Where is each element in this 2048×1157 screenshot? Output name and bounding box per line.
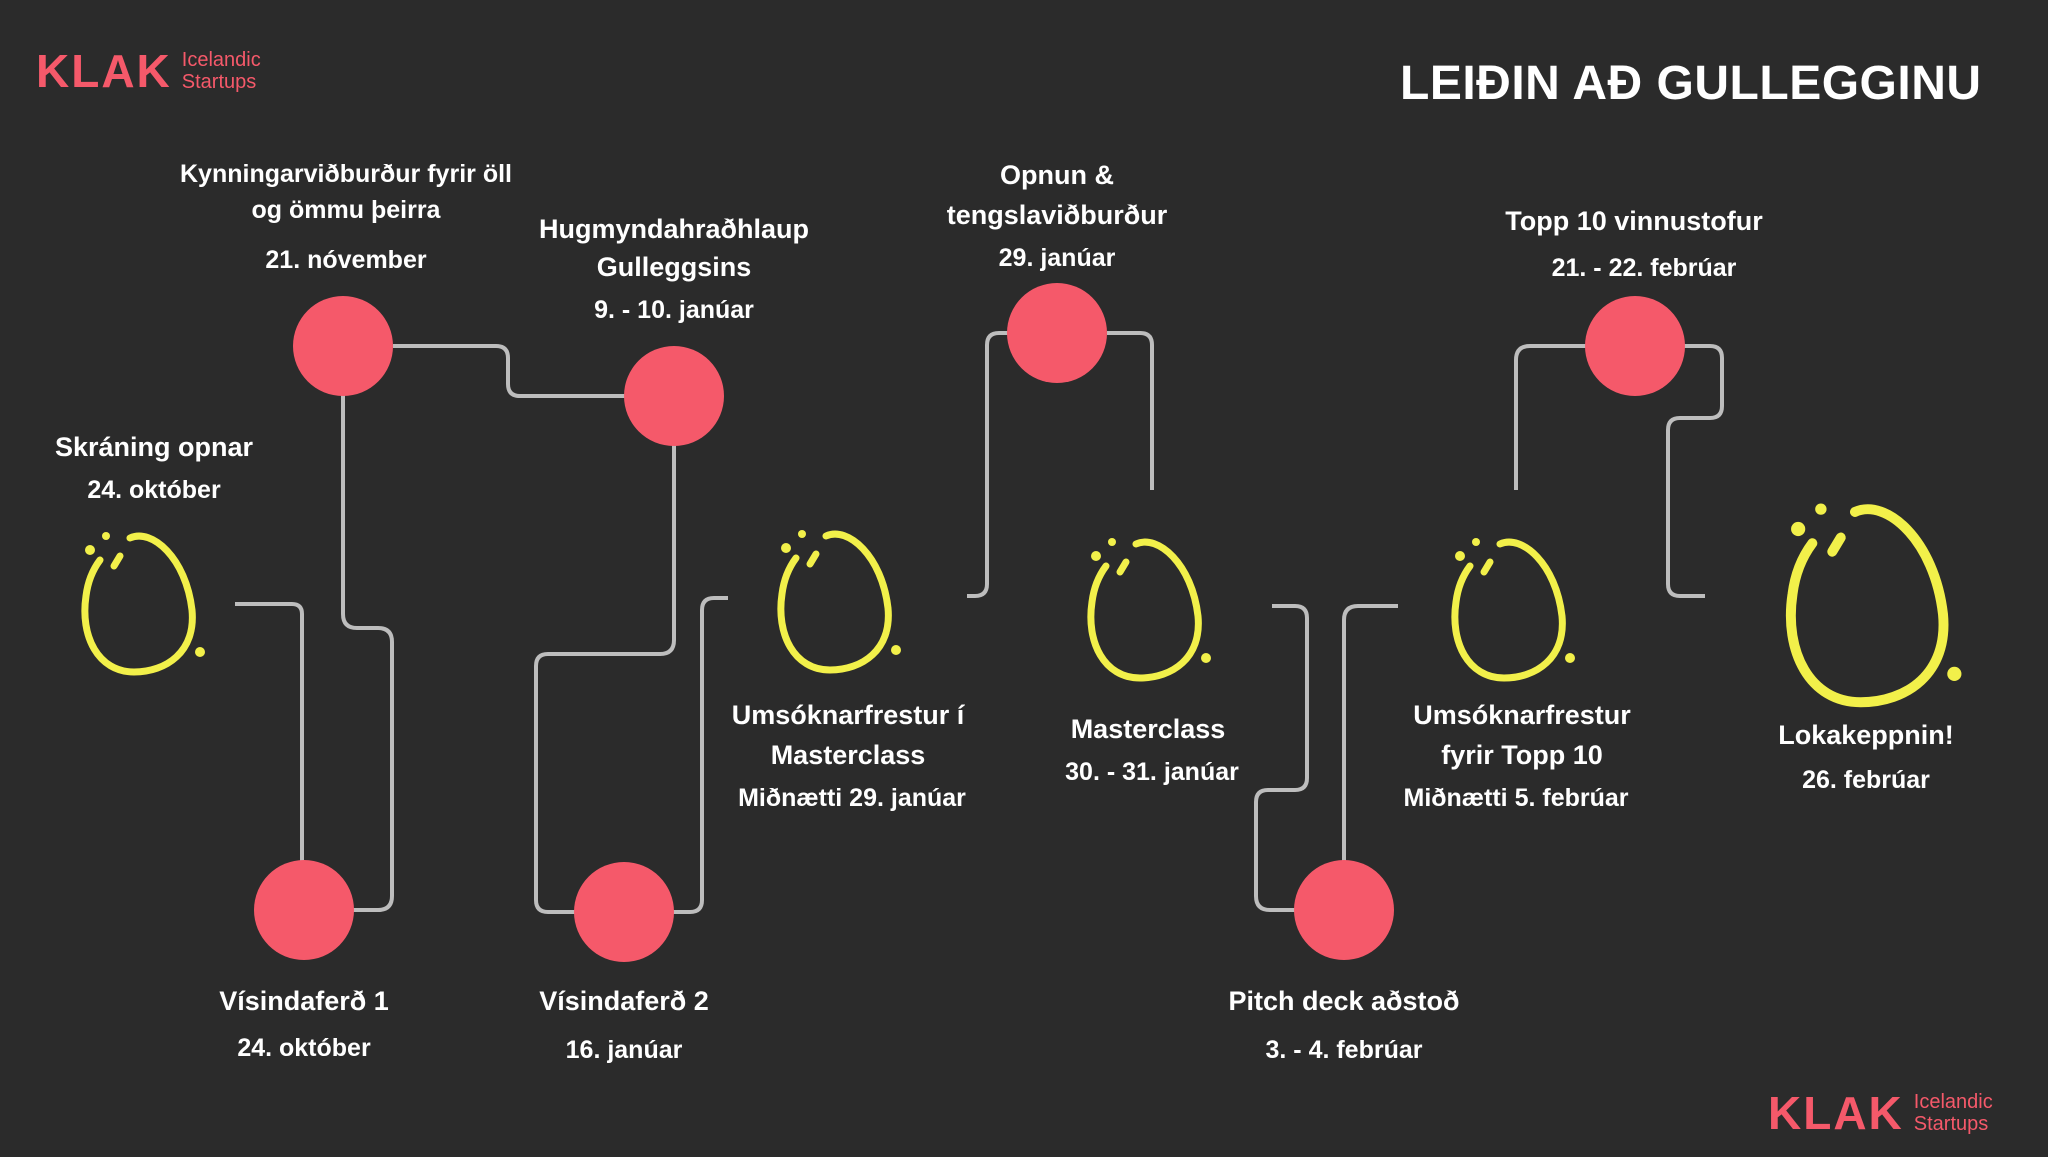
egg-icon-loka [1785, 503, 1962, 708]
event-skraning-date: 24. október [87, 476, 221, 504]
event-umsokn-topp-date: Miðnætti 5. febrúar [1403, 784, 1629, 812]
eggs [81, 503, 1962, 708]
klak-logo-bottom: KLAK Icelandic Startups [1768, 1086, 1993, 1140]
event-skraning-title: Skráning opnar [54, 432, 254, 462]
node-kynning [293, 296, 393, 396]
event-umsokn-topp-title-line1: Umsóknarfrestur [1413, 700, 1631, 730]
event-kynning-date: 21. nóvember [265, 246, 427, 274]
event-pitch-date: 3. - 4. febrúar [1265, 1036, 1423, 1064]
event-visinda1-date: 24. október [237, 1034, 371, 1062]
egg-icon-masterclass [1087, 538, 1211, 682]
klak-logo-sub: Icelandic Startups [182, 49, 261, 93]
connector-umsokn-topp10 [1514, 344, 1586, 490]
node-hugmynda [624, 346, 724, 446]
connector-visinda2-umsokn [664, 596, 728, 914]
event-masterclass-title: Masterclass [1070, 714, 1226, 744]
connector-skraning-visinda1 [235, 602, 304, 870]
klak-logo-word: KLAK [36, 45, 172, 97]
klak-logo-sub-line2: Startups [181, 71, 257, 93]
connector-hugmynda-visinda2 [534, 445, 676, 914]
event-pitch-title: Pitch deck aðstoð [1228, 986, 1460, 1016]
event-topp10-title: Topp 10 vinnustofur [1505, 206, 1763, 236]
egg-icon-umsokn-master [777, 530, 901, 674]
event-visinda1-title: Vísindaferð 1 [219, 986, 389, 1016]
node-topp10 [1585, 296, 1685, 396]
connector-topp10-loka [1666, 344, 1724, 598]
connector-kynning-hugmynda [393, 344, 625, 398]
egg-icon-umsokn-topp [1451, 538, 1575, 682]
event-umsokn-master-title-line1: Umsóknarfrestur í [731, 700, 965, 730]
klak-logo-sub-line1: Icelandic [181, 49, 261, 71]
page-title: LEIÐIN AÐ GULLEGGINU [1400, 57, 1982, 110]
event-hugmynda-title-line2: Gulleggsins [596, 252, 752, 282]
klak-logo-sub: Icelandic Startups [1914, 1091, 1993, 1135]
event-hugmynda-date: 9. - 10. janúar [594, 296, 754, 324]
node-visinda1 [254, 860, 354, 960]
klak-logo-sub-line1: Icelandic [1913, 1091, 1993, 1113]
event-visinda2-title: Vísindaferð 2 [539, 986, 709, 1016]
connector-umsokn-opnun [967, 331, 1008, 598]
connector-kynning-visinda1 [341, 395, 394, 912]
connectors [235, 331, 1724, 914]
klak-logo-top: KLAK Icelandic Startups [36, 44, 261, 98]
event-topp10-date: 21. - 22. febrúar [1551, 254, 1737, 282]
event-masterclass-date: 30. - 31. janúar [1065, 758, 1239, 786]
event-umsokn-master-title-line2: Masterclass [770, 740, 926, 770]
klak-logo-sub-line2: Startups [1913, 1113, 1989, 1135]
event-opnun-title-line1: Opnun & [1000, 160, 1114, 190]
event-kynning-title-line1: Kynningarviðburður fyrir öll [180, 160, 512, 188]
event-opnun-date: 29. janúar [998, 244, 1116, 272]
connector-opnun-masterclass [1107, 331, 1154, 490]
node-visinda2 [574, 862, 674, 962]
nodes [254, 283, 1685, 962]
event-umsokn-topp-title-line2: fyrir Topp 10 [1441, 740, 1603, 770]
node-pitch [1294, 860, 1394, 960]
event-opnun-title-line2: tengslaviðburður [946, 200, 1168, 230]
event-kynning-title-line2: og ömmu þeirra [251, 196, 441, 224]
node-opnun [1007, 283, 1107, 383]
egg-icon-skraning [81, 532, 205, 676]
connector-pitch-umsokn [1342, 604, 1398, 862]
event-loka-date: 26. febrúar [1802, 766, 1930, 794]
event-visinda2-date: 16. janúar [565, 1036, 683, 1064]
event-umsokn-master-date: Miðnætti 29. janúar [738, 784, 966, 812]
connector-masterclass-pitch [1254, 604, 1309, 912]
event-loka-title: Lokakeppnin! [1778, 720, 1954, 750]
klak-logo-word: KLAK [1768, 1087, 1904, 1139]
event-hugmynda-title-line1: Hugmyndahraðhlaup [538, 214, 810, 244]
